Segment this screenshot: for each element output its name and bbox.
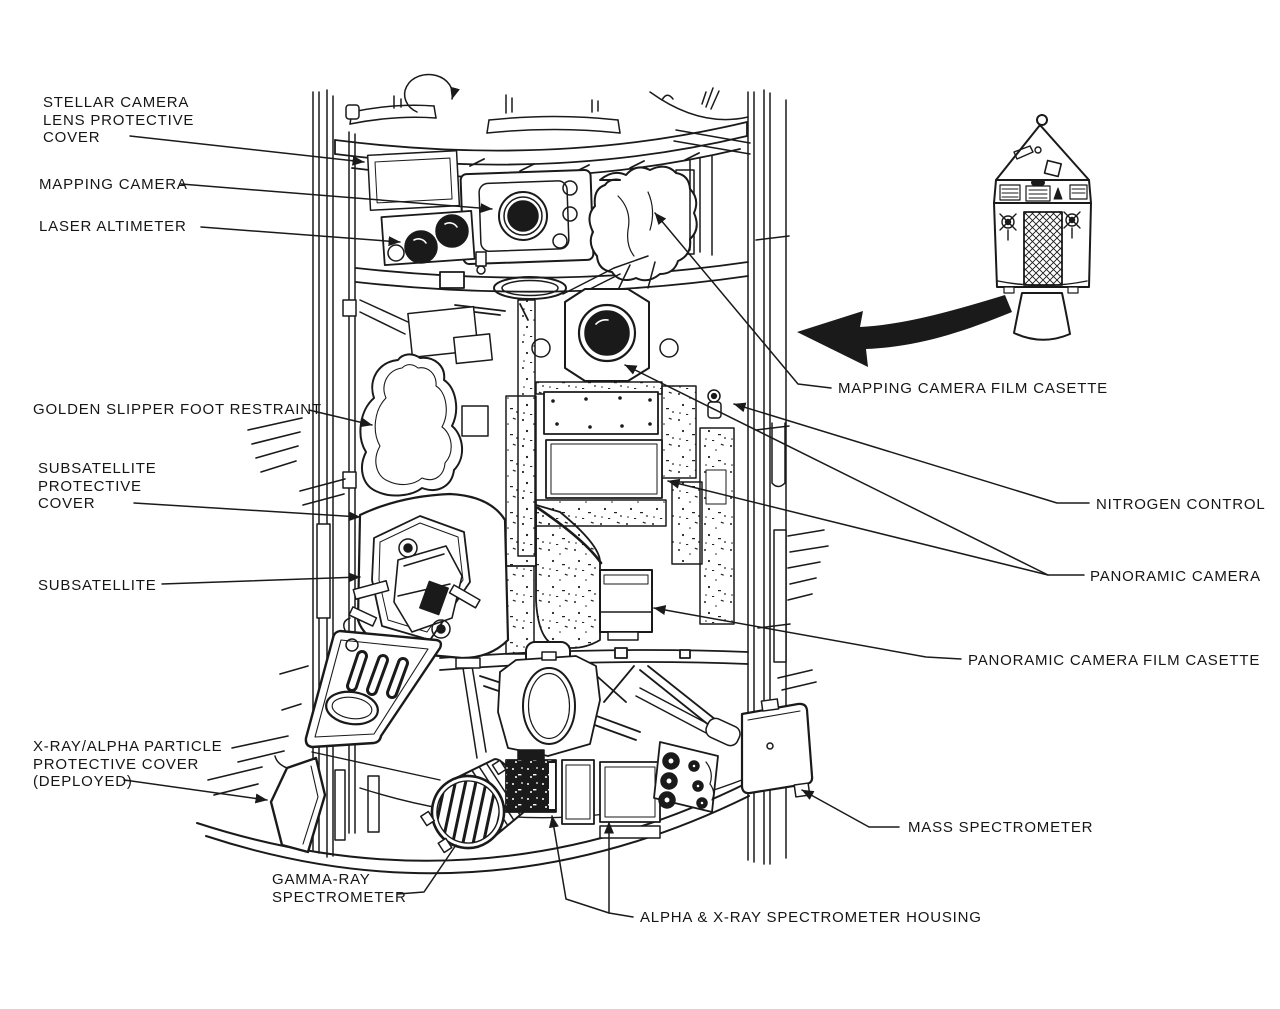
leader-panoramic-film-casette <box>653 605 962 660</box>
label-xray-alpha-cover: X-RAY/ALPHA PARTICLE PROTECTIVE COVER (D… <box>33 738 223 790</box>
leader-mapping-film-casette <box>654 212 832 389</box>
leader-golden-slipper <box>308 409 373 428</box>
label-mapping-camera-film-casette: MAPPING CAMERA FILM CASETTE <box>838 380 1108 397</box>
label-alpha-xray-housing: ALPHA & X-RAY SPECTROMETER HOUSING <box>640 909 982 926</box>
label-subsatellite: SUBSATELLITE <box>38 577 157 594</box>
csm-spacecraft-illustration <box>993 114 1092 341</box>
thermal-curtain <box>505 504 603 655</box>
leader-laser-altimeter <box>200 226 401 247</box>
label-subsatellite-cover: SUBSATELLITE PROTECTIVE COVER <box>38 460 157 512</box>
bay-frame-rails <box>312 89 791 865</box>
leader-stellar-camera-cover <box>129 135 365 166</box>
xray-cover-flap <box>269 755 327 854</box>
leader-mapping-camera <box>180 183 493 214</box>
stellar-camera-cover-panel <box>366 149 461 212</box>
label-panoramic-camera-film-casette: PANORAMIC CAMERA FILM CASETTE <box>968 652 1261 669</box>
label-golden-slipper: GOLDEN SLIPPER FOOT RESTRAINT <box>33 401 322 418</box>
laser-altimeter-drawing <box>380 210 476 266</box>
golden-slipper-restraint <box>359 353 463 497</box>
leader-alpha-housing-b <box>548 815 610 914</box>
leader-subsatellite <box>161 572 361 585</box>
alpha-xray-housing-panels <box>505 749 661 839</box>
torn-structure-hatching <box>207 417 829 796</box>
control-knob-panel <box>653 741 719 813</box>
leader-nitrogen-control <box>733 402 1090 504</box>
panoramic-film-cassette-box <box>599 569 653 641</box>
hatch-ring-opening <box>497 651 601 757</box>
sim-bay-pointer-arrow <box>797 295 1012 367</box>
leader-panoramic-camera-b <box>667 478 1049 576</box>
leader-xray-cover <box>123 779 268 804</box>
label-laser-altimeter: LASER ALTIMETER <box>39 218 187 235</box>
label-gamma-ray-spectrometer: GAMMA-RAY SPECTROMETER <box>272 871 407 906</box>
subsatellite-cover-door <box>304 617 443 749</box>
leader-subsatellite-cover <box>133 502 361 522</box>
leader-mass-spectrometer <box>801 789 900 828</box>
top-handrails <box>345 73 751 155</box>
panoramic-camera-drawing <box>531 288 679 382</box>
mid-shelf <box>355 261 749 321</box>
label-stellar-camera-cover: STELLAR CAMERA LENS PROTECTIVE COVER <box>43 94 195 146</box>
mapping-camera-drawing <box>459 168 595 275</box>
label-panoramic-camera: PANORAMIC CAMERA <box>1090 568 1261 585</box>
leader-gamma-ray <box>397 844 457 895</box>
leader-lines <box>123 135 1090 918</box>
equipment-boxes <box>359 299 493 437</box>
label-nitrogen-control: NITROGEN CONTROL <box>1096 496 1266 513</box>
label-mapping-camera: MAPPING CAMERA <box>39 176 188 193</box>
label-mass-spectrometer: MASS SPECTROMETER <box>908 819 1094 836</box>
right-interior-structure <box>517 155 735 625</box>
